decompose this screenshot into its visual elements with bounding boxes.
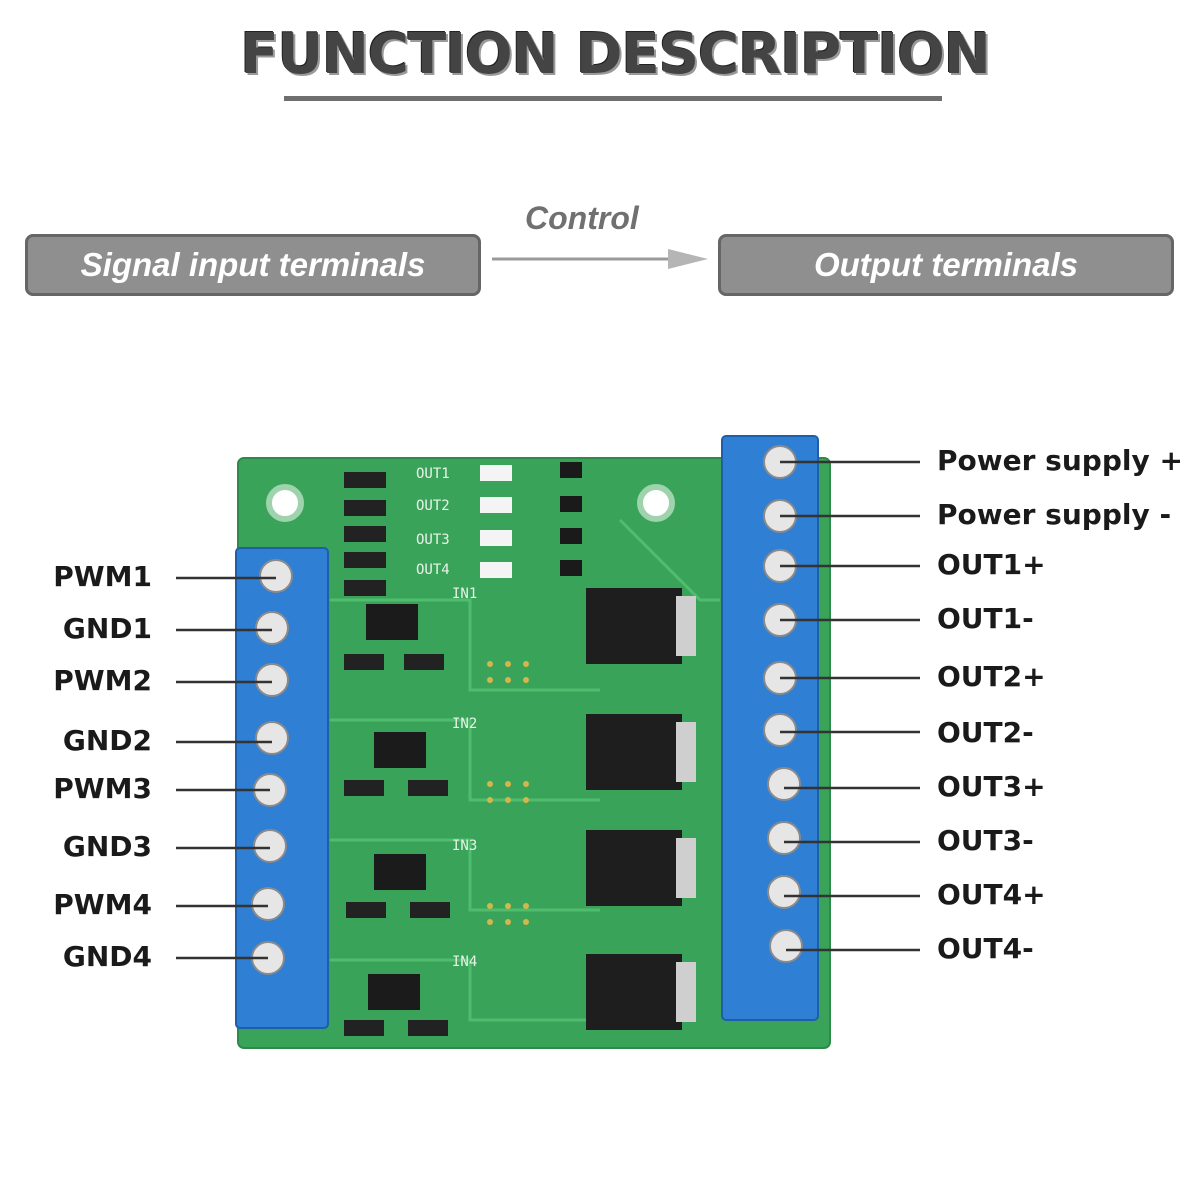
left-screws [251, 559, 293, 975]
label-out2-plus: OUT2+ [937, 660, 1046, 693]
input-label-in1: IN1 [452, 586, 477, 602]
label-power-minus: Power supply - [937, 498, 1172, 531]
right-screws [763, 445, 803, 963]
led-label-out2: OUT2 [416, 498, 450, 514]
channel-1 [344, 588, 696, 670]
signal-input-label: Signal input terminals [80, 246, 426, 283]
left-leader-lines [176, 576, 276, 960]
page-title: FUNCTION DESCRIPTION [240, 22, 990, 87]
control-label: Control [525, 200, 639, 236]
label-gnd4: GND4 [62, 940, 152, 973]
channel-4 [344, 954, 696, 1036]
label-gnd2: GND2 [62, 724, 152, 757]
title-underline [284, 96, 942, 101]
label-out4-minus: OUT4- [937, 932, 1034, 965]
label-power-plus: Power supply + [937, 444, 1183, 477]
label-out1-minus: OUT1- [937, 602, 1034, 635]
channel-2 [344, 714, 696, 796]
label-out4-plus: OUT4+ [937, 878, 1046, 911]
label-out1-plus: OUT1+ [937, 548, 1046, 581]
mount-hole-right [637, 484, 675, 522]
signal-input-box: Signal input terminals [25, 234, 481, 296]
input-label-in4: IN4 [452, 954, 477, 970]
label-pwm1: PWM1 [53, 560, 152, 593]
label-pwm2: PWM2 [53, 664, 152, 697]
control-arrow-head [668, 249, 708, 269]
label-out3-minus: OUT3- [937, 824, 1034, 857]
label-gnd3: GND3 [62, 830, 152, 863]
top-resistor-row [344, 462, 582, 596]
mount-hole-left [266, 484, 304, 522]
input-label-in3: IN3 [452, 838, 477, 854]
led-label-out4: OUT4 [416, 562, 450, 578]
output-label: Output terminals [813, 246, 1079, 283]
label-pwm4: PWM4 [53, 888, 152, 921]
input-label-in2: IN2 [452, 716, 477, 732]
channel-3 [346, 830, 696, 918]
label-pwm3: PWM3 [53, 772, 152, 805]
label-out3-plus: OUT3+ [937, 770, 1046, 803]
led-label-out1: OUT1 [416, 466, 450, 482]
output-box: Output terminals [718, 234, 1174, 296]
led-label-out3: OUT3 [416, 532, 450, 548]
label-gnd1: GND1 [62, 612, 152, 645]
label-out2-minus: OUT2- [937, 716, 1034, 749]
right-leader-lines [780, 460, 920, 952]
